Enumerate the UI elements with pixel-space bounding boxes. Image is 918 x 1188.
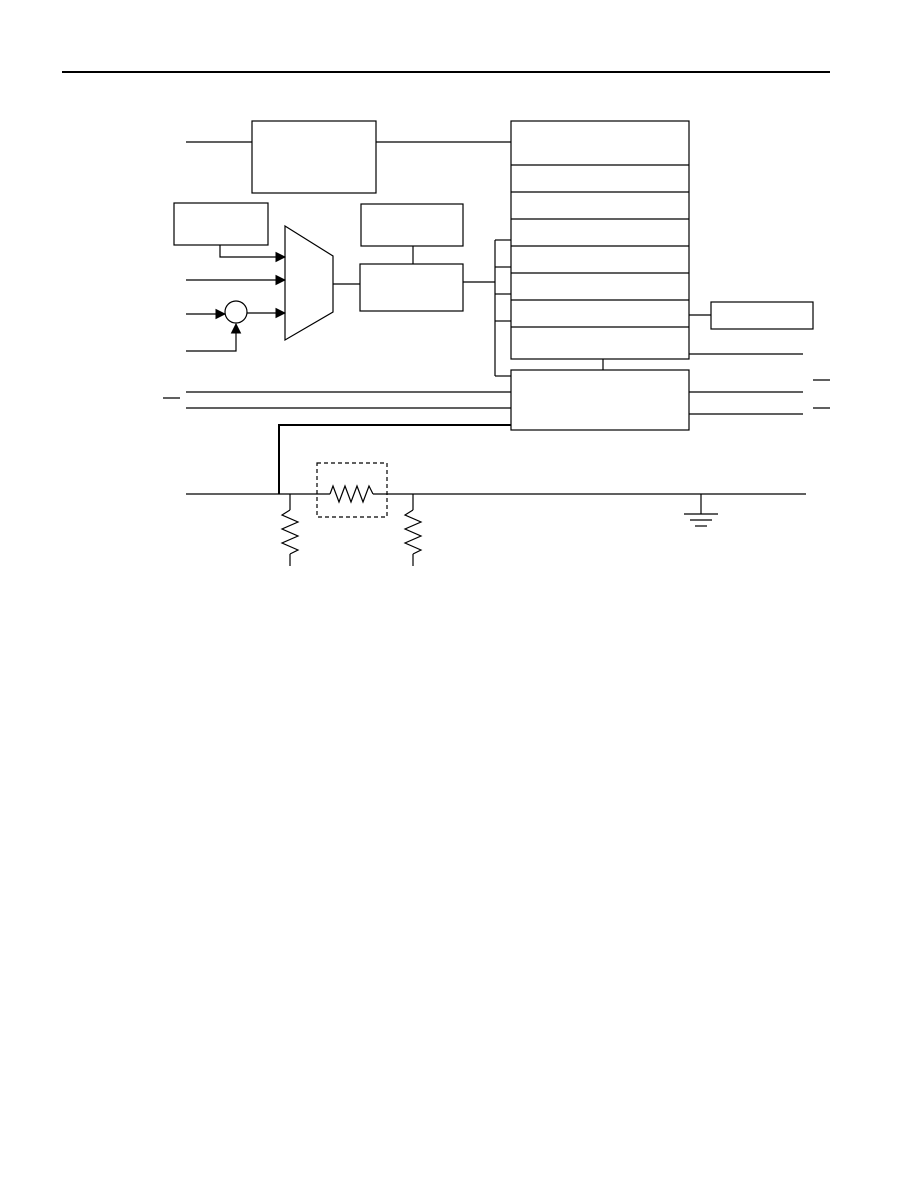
summing-junction [224,300,248,324]
series-resistor [329,484,374,504]
top-left-block [251,120,377,194]
left-small-block [173,202,269,246]
fan-out-bus [494,239,511,377]
control-to-network-line [278,424,511,494]
multiplexer [284,224,334,342]
register-stack [510,120,690,360]
side-output-block [710,301,814,330]
summer-bottom-input [186,322,242,352]
left-block-to-mux-arrow [219,245,287,263]
middle-lower-block [359,263,464,312]
register-stack-outline [510,120,690,360]
trimmer-dashed-box [316,462,388,518]
control-block [510,369,690,431]
shunt-resistor-right [403,509,423,555]
ground-icon [684,494,718,527]
shunt-resistor-left [280,509,300,555]
middle-upper-block [360,203,464,247]
